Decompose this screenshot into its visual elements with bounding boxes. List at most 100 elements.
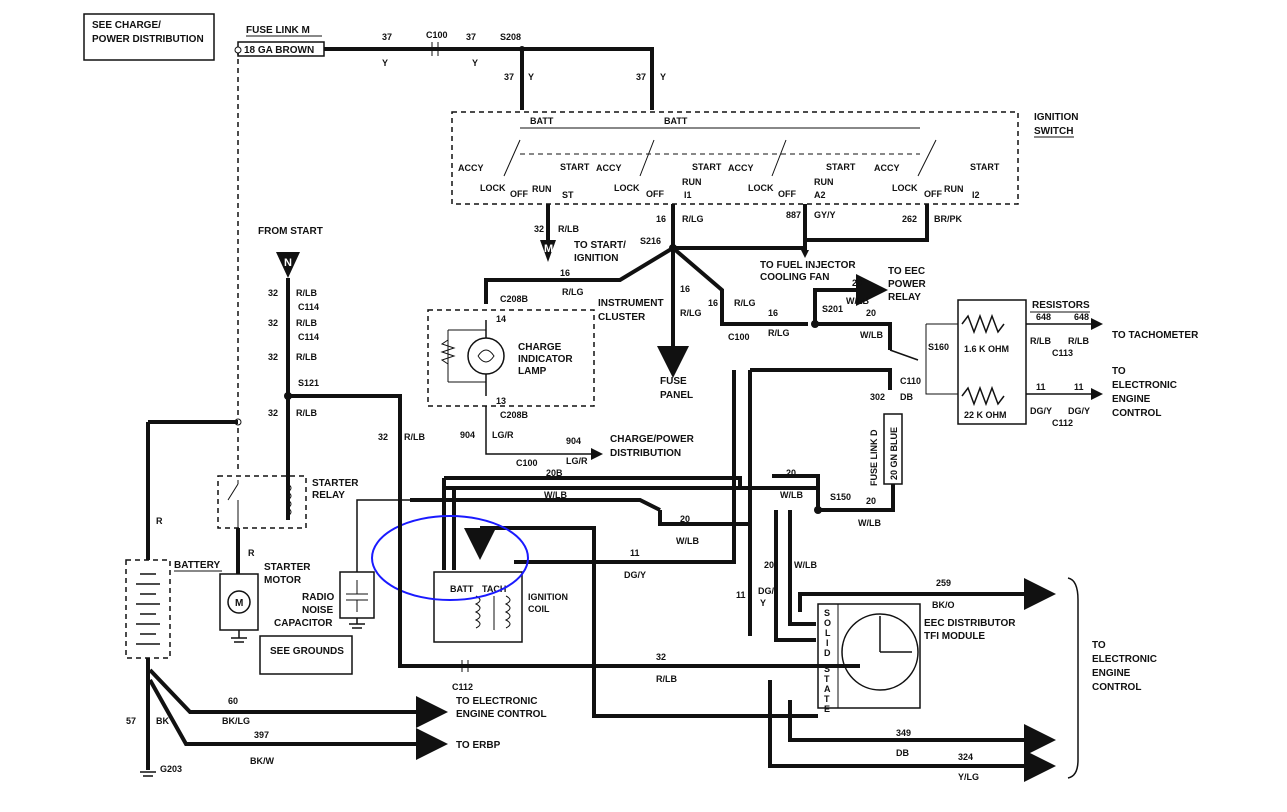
highlight-circle: [371, 515, 529, 601]
diagram-label: TACH: [482, 584, 506, 594]
diagram-label: RUN: [814, 177, 834, 187]
diagram-label: W/LB: [858, 518, 881, 528]
diagram-label: D: [824, 648, 831, 658]
diagram-label: BATTERY: [174, 560, 220, 571]
diagram-label: 37: [504, 72, 514, 82]
diagram-label: L: [825, 628, 831, 638]
diagram-label: 349: [896, 728, 911, 738]
diagram-label: BK/O: [932, 600, 955, 610]
diagram-label: COOLING FAN: [760, 272, 829, 283]
diagram-label: LOCK: [614, 183, 640, 193]
diagram-label: 32: [268, 318, 278, 328]
diagram-label: 60: [228, 696, 238, 706]
diagram-label: TO EEC: [888, 266, 925, 277]
diagram-label: 259: [936, 578, 951, 588]
diagram-label: CAPACITOR: [274, 618, 333, 629]
diagram-label: R/LG: [734, 298, 756, 308]
diagram-label: S121: [298, 378, 319, 388]
diagram-label: CLUSTER: [598, 312, 646, 323]
diagram-label: ST: [562, 190, 574, 200]
diagram-label: 11: [1036, 382, 1046, 392]
diagram-label: R/LG: [680, 308, 702, 318]
diagram-label: STARTER: [264, 562, 311, 573]
diagram-label: BK: [156, 716, 169, 726]
diagram-label: COIL: [528, 604, 550, 614]
diagram-label: R/LB: [1068, 336, 1089, 346]
diagram-label: 20: [786, 468, 796, 478]
diagram-label: R/LB: [558, 224, 579, 234]
diagram-label: 904: [460, 430, 475, 440]
diagram-label: DG/Y: [624, 570, 646, 580]
diagram-label: TO START/: [574, 240, 626, 251]
diagram-label: LG/R: [566, 456, 588, 466]
diagram-label: R: [156, 516, 163, 526]
diagram-label: M: [235, 598, 243, 609]
ignition-switch: IGNITION SWITCH BATT BATT ACCY LOCK OFF …: [451, 111, 1078, 205]
diagram-label: OFF: [778, 189, 796, 199]
diagram-label: Y: [382, 58, 388, 68]
diagram-label: 11: [1074, 382, 1084, 392]
diagram-label: A: [824, 684, 831, 694]
diagram-label: NOISE: [302, 605, 333, 616]
diagram-label: BATT: [530, 116, 554, 126]
diagram-label: DG/Y: [1068, 406, 1090, 416]
diagram-label: 32: [378, 432, 388, 442]
diagram-label: R/LB: [296, 318, 317, 328]
see-grounds-box: [259, 635, 353, 675]
diagram-label: 648: [1036, 312, 1051, 322]
diagram-label: 16: [656, 214, 666, 224]
diagram-label: 904: [566, 436, 581, 446]
diagram-label: BK/LG: [222, 716, 250, 726]
diagram-label: ENGINE CONTROL: [456, 709, 547, 720]
diagram-label: TO ERBP: [456, 740, 501, 751]
diagram-label: C112: [1052, 418, 1073, 428]
diagram-label: RUN: [682, 177, 702, 187]
diagram-label: RELAY: [888, 292, 921, 303]
diagram-label: LG/R: [492, 430, 514, 440]
diagram-label: M: [544, 243, 553, 255]
diagram-label: LAMP: [518, 366, 547, 377]
diagram-label: T: [824, 674, 830, 684]
diagram-label: W/LB: [780, 490, 803, 500]
diagram-label: 16: [560, 268, 570, 278]
diagram-label: ELECTRONIC: [1112, 380, 1177, 391]
diagram-label: SWITCH: [1034, 126, 1073, 137]
diagram-label: R/LB: [296, 288, 317, 298]
diagram-label: 1.6 K OHM: [964, 344, 1009, 354]
diagram-label: DG/: [758, 586, 775, 596]
resistors-block: RESISTORS 1.6 K OHM 22 K OHM: [925, 299, 1090, 425]
diagram-label: Y: [760, 598, 766, 608]
diagram-label: GY/Y: [814, 210, 836, 220]
diagram-label: 20: [866, 308, 876, 318]
diagram-label: PANEL: [660, 390, 693, 401]
diagram-label: ACCY: [458, 163, 484, 173]
diagram-label: SEE CHARGE/: [92, 20, 161, 31]
diagram-label: BATT: [450, 584, 474, 594]
diagram-label: DG/Y: [1030, 406, 1052, 416]
diagram-label: A2: [814, 190, 826, 200]
diagram-label: 32: [268, 288, 278, 298]
instrument-cluster: C208B INSTRUMENT CLUSTER 14 13 CHARGE IN…: [427, 294, 664, 420]
diagram-label: ACCY: [728, 163, 754, 173]
diagram-label: 22 K OHM: [964, 410, 1007, 420]
diagram-label: Y/LG: [958, 772, 979, 782]
diagram-label: CHARGE: [518, 342, 562, 353]
diagram-label: S216: [640, 236, 661, 246]
battery: BATTERY: [125, 559, 222, 659]
diagram-label: S: [824, 608, 830, 618]
diagram-label: R/LB: [1030, 336, 1051, 346]
diagram-label: S: [824, 664, 830, 674]
diagram-label: R/LB: [296, 352, 317, 362]
diagram-label: 20B: [546, 468, 563, 478]
diagram-label: TO ELECTRONIC: [456, 696, 537, 707]
diagram-label: S150: [830, 492, 851, 502]
diagram-label: 32: [268, 352, 278, 362]
diagram-label: RESISTORS: [1032, 300, 1090, 311]
diagram-label: 11: [630, 548, 640, 558]
diagram-label: 11: [736, 590, 746, 600]
diagram-label: W/LB: [544, 490, 567, 500]
diagram-label: I: [826, 638, 829, 648]
diagram-label: CHARGE/POWER: [610, 434, 695, 445]
diagram-label: TO FUEL INJECTOR: [760, 260, 856, 271]
